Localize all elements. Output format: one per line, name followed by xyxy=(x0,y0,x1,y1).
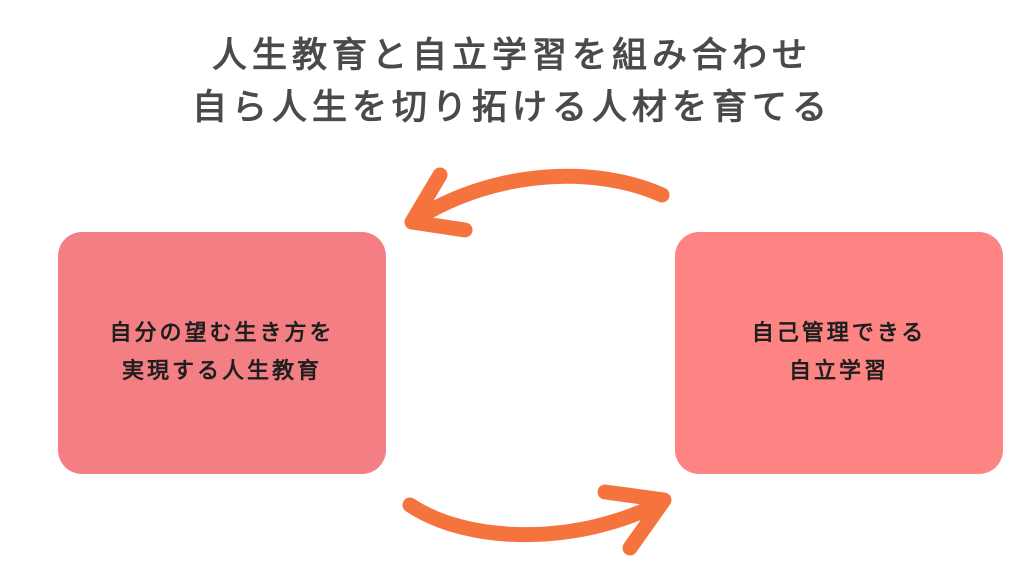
bottom-arrow-shaft xyxy=(402,494,670,543)
self-study-box: 自己管理できる 自立学習 xyxy=(675,232,1003,474)
self-study-line-2: 自立学習 xyxy=(788,359,889,384)
diagram-title: 人生教育と自立学習を組み合わせ 自ら人生を切り拓ける人材を育てる xyxy=(0,30,1024,134)
title-line-2: 自ら人生を切り拓ける人材を育てる xyxy=(191,88,832,128)
title-line-1: 人生教育と自立学習を組み合わせ xyxy=(211,36,812,76)
life-education-line-1: 自分の望む生き方を xyxy=(109,321,335,346)
life-education-line-2: 実現する人生教育 xyxy=(121,359,322,384)
bottom-arrow-head xyxy=(597,484,672,556)
top-arrow-head xyxy=(404,167,473,238)
self-study-line-1: 自己管理できる xyxy=(751,321,927,346)
top-arrow-shaft xyxy=(410,168,670,226)
life-education-box: 自分の望む生き方を 実現する人生教育 xyxy=(58,232,386,474)
